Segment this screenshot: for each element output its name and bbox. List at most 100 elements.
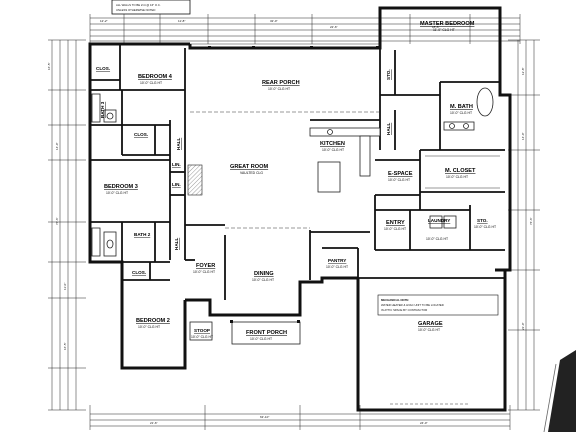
- room-ceiling: 10'-0" CLG HT: [106, 191, 128, 195]
- room-ceiling: 10'-0" CLG HT: [446, 175, 468, 179]
- room-label: BATH 3: [100, 101, 105, 118]
- dim-top-4: 22'-6": [330, 25, 338, 29]
- room-label: FOYER: [196, 263, 215, 269]
- room-bedroom-2: BEDROOM 2 10'-0" CLG HT: [136, 318, 170, 329]
- room-label: FRONT PORCH: [246, 330, 287, 336]
- room-foyer: FOYER 10'-0" CLG HT: [193, 263, 215, 274]
- room-ceiling: 10'-0" CLG HT: [250, 337, 272, 341]
- room-label: BEDROOM 3: [104, 184, 138, 190]
- toilet-fixture: [106, 239, 114, 249]
- room-stoop: STOOP 10'-0" CLG HT: [191, 328, 213, 339]
- room-ceiling: 10'-0" CLG HT: [326, 265, 348, 269]
- room-pantry: PANTRY 10'-0" CLG HT: [326, 258, 348, 269]
- dim-left-1: 16'-5": [47, 62, 51, 70]
- room-ceiling: 10'-0" CLG HT: [138, 325, 160, 329]
- room-front-porch: FRONT PORCH 10'-0" CLG HT: [246, 330, 287, 341]
- room-label: STOOP: [194, 328, 210, 333]
- room-m-closet: M. CLOSET 10'-0" CLG HT: [445, 168, 476, 179]
- room-label: REAR PORCH: [262, 80, 300, 86]
- room-ceiling: 10'-0" CLG HT: [140, 81, 162, 85]
- room-sto-1: STO.: [386, 69, 391, 80]
- sink-fixture: [463, 123, 469, 129]
- room-ceiling: 10'-0" CLG HT: [426, 237, 448, 241]
- room-label: ENTRY: [386, 220, 405, 226]
- room-label: BEDROOM 4: [138, 74, 173, 80]
- mechanical-note: MECHANICAL NOTE: WATER HEATER & HVAC UNI…: [377, 294, 499, 316]
- stoop-slab: [189, 321, 213, 341]
- interior-walls: [90, 44, 505, 300]
- washer: [429, 215, 443, 229]
- room-label: DINING: [254, 271, 274, 277]
- fireplace: [187, 164, 203, 196]
- dim-top-5: 18'-6": [432, 25, 440, 29]
- room-label: GARAGE: [418, 321, 443, 327]
- tub-fixture: [91, 93, 101, 123]
- room-label: STO.: [477, 218, 488, 223]
- room-ceiling: 10'-0" CLG HT: [418, 328, 440, 332]
- room-ceiling: 10'-0" CLG HT: [193, 270, 215, 274]
- mechanical-note-line-1: WATER HEATER & HVAC UNIT TO BE LOCATED: [381, 303, 444, 307]
- room-m-bath: M. BATH 10'-0" CLG HT: [450, 104, 473, 115]
- scan-edge: [543, 350, 576, 432]
- room-label: BEDROOM 2: [136, 318, 170, 324]
- room-label: BATH 2: [134, 232, 151, 237]
- top-note-line-1: ALL WALLS TO BE 2×4 @ 16" O.C.: [116, 3, 161, 7]
- room-hall-3: HALL: [174, 238, 179, 250]
- sink-fixture: [449, 123, 455, 129]
- room-ceiling: 10'-0" CLG HT: [191, 335, 213, 339]
- room-dining: DINING 10'-0" CLG HT: [252, 271, 274, 282]
- top-note-box: ALL WALLS TO BE 2×4 @ 16" O.C. UNLESS OT…: [111, 0, 191, 15]
- kitchen-counter-side: [359, 135, 371, 177]
- room-great-room: GREAT ROOM VAULTED CLG: [230, 164, 268, 175]
- room-ceiling: 10'-0" CLG HT: [388, 178, 410, 182]
- dimension-labels: 12'-2" 11'-8" 32'-0" 22'-6" 18'-6" 16'-5…: [47, 19, 533, 425]
- room-garage: GARAGE 10'-0" CLG HT: [418, 321, 443, 332]
- dim-bottom-1: 63'-10": [260, 415, 269, 419]
- dim-top-1: 12'-2": [100, 19, 108, 23]
- room-ceiling: 10'-0" CLG HT: [268, 87, 290, 91]
- sink-fixture: [106, 112, 114, 120]
- room-hall-1: HALL: [176, 138, 181, 150]
- front-porch-slab: [231, 321, 301, 345]
- dim-left-3: 74'-6": [55, 217, 59, 225]
- room-bedroom-4: BEDROOM 4 10'-0" CLG HT: [138, 74, 173, 85]
- dim-right-1: 12'-8": [521, 67, 525, 75]
- dimension-lines: [48, 14, 540, 430]
- room-clos-2: CLOS.: [134, 132, 148, 137]
- room-label: GREAT ROOM: [230, 164, 268, 170]
- dim-top-3: 32'-0": [270, 19, 278, 23]
- room-entry: ENTRY 10'-0" CLG HT: [384, 220, 406, 231]
- room-kitchen: KITCHEN 10'-0" CLG HT: [320, 141, 345, 152]
- room-labels: MASTER BEDROOM 11'-0" CLG HT REAR PORCH …: [96, 21, 496, 341]
- room-ceiling: 10'-0" CLG HT: [474, 225, 496, 229]
- dim-left-5: 16'-5": [63, 342, 67, 350]
- room-ceiling: 10'-0" CLG HT: [384, 227, 406, 231]
- exterior-walls: [88, 6, 512, 412]
- mechanical-note-line-2: IN ATTIC SPACE BY CONTRACTOR: [381, 308, 427, 312]
- dim-bottom-2: 21'-6": [150, 421, 158, 425]
- room-ceiling: 10'-0" CLG HT: [322, 148, 344, 152]
- kitchen-island: [317, 161, 341, 193]
- room-laundry: LAUNDRY 10'-0" CLG HT: [426, 218, 450, 241]
- room-ceiling: 10'-0" CLG HT: [450, 111, 472, 115]
- room-label: E-SPACE: [388, 171, 413, 177]
- room-ceiling: 11'-0" CLG HT: [433, 28, 455, 32]
- kitchen-sink: [327, 129, 333, 135]
- top-note-line-2: UNLESS OTHERWISE NOTED: [116, 8, 155, 12]
- room-label: LAUNDRY: [428, 218, 450, 223]
- room-bedroom-3: BEDROOM 3 10'-0" CLG HT: [104, 184, 138, 195]
- kitchen-counter: [309, 127, 381, 137]
- room-label: MASTER BEDROOM: [420, 21, 475, 27]
- tub-fixture: [91, 227, 101, 257]
- room-ceiling: VAULTED CLG: [240, 171, 263, 175]
- room-label: KITCHEN: [320, 141, 345, 147]
- dim-bottom-3: 24'-0": [420, 421, 428, 425]
- room-bath-3: BATH 3: [100, 101, 105, 118]
- fixtures: [91, 46, 500, 405]
- room-label: M. BATH: [450, 104, 473, 110]
- master-tub: [476, 87, 494, 117]
- dim-right-3: 74'-6": [529, 217, 533, 225]
- room-e-space: E-SPACE 10'-0" CLG HT: [388, 171, 413, 182]
- room-lin-1: LIN.: [172, 162, 181, 167]
